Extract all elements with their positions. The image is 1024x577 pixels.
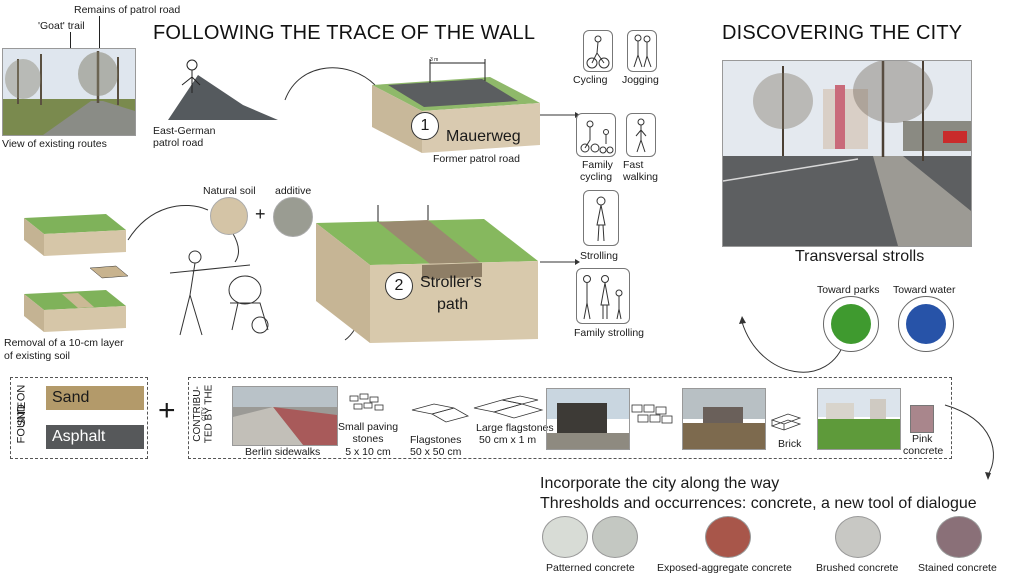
soil-plus-sign: + bbox=[255, 204, 266, 224]
flagstones-label-2: 50 x 50 cm bbox=[410, 446, 462, 458]
strolling-label: Strolling bbox=[580, 250, 618, 262]
trenched-soil-block bbox=[24, 290, 126, 332]
patterned-concrete-swatch-2 bbox=[592, 516, 638, 558]
fast-walking-label-2: walking bbox=[623, 171, 659, 183]
water-dot bbox=[906, 304, 946, 344]
large-flagstones-label-1: Large flagstones bbox=[476, 422, 554, 434]
contributed-label-3: CITY bbox=[201, 407, 208, 421]
existing-routes-photo bbox=[2, 48, 136, 136]
small-paving-label-3: 5 x 10 cm bbox=[345, 446, 391, 458]
mauerweg-dimension: 3 m bbox=[430, 57, 439, 63]
natural-soil-label: Natural soil bbox=[203, 185, 256, 197]
fast-walking-icon bbox=[626, 113, 656, 157]
fast-walking-label-1: Fast bbox=[623, 159, 644, 171]
family-cycling-label-2: cycling bbox=[580, 171, 613, 183]
thresholds-heading: Thresholds and occurrences: concrete, a … bbox=[540, 495, 977, 512]
additive-label: additive bbox=[275, 185, 312, 197]
berlin-sidewalks-label: Berlin sidewalks bbox=[245, 446, 321, 458]
existing-soil-block bbox=[24, 214, 126, 256]
additive-swatch bbox=[273, 197, 313, 237]
asphalt-label: Asphalt bbox=[52, 428, 106, 445]
exposed-aggregate-label: Exposed-aggregate concrete bbox=[657, 562, 792, 574]
pink-concrete-label-2: concrete bbox=[903, 445, 944, 457]
large-flagstones-sketch bbox=[473, 395, 544, 419]
east-german-label: East-German bbox=[153, 125, 216, 137]
removal-label-2: of existing soil bbox=[4, 350, 70, 362]
found-on-site-box bbox=[10, 377, 148, 459]
mauerweg-label: Mauerweg bbox=[446, 128, 521, 145]
stained-concrete-swatch bbox=[936, 516, 982, 558]
asphalt-swatch bbox=[46, 425, 144, 449]
jogging-icon bbox=[627, 30, 657, 72]
small-paving-label-1: Small paving bbox=[337, 421, 399, 433]
title-discovering-city: DISCOVERING THE CITY bbox=[722, 22, 963, 44]
family-cycling-label-1: Family bbox=[582, 159, 613, 171]
transversal-strolls-caption: Transversal strolls bbox=[795, 248, 925, 265]
former-patrol-road-caption: Former patrol road bbox=[433, 153, 520, 165]
large-flagstones-label-2: 50 cm x 1 m bbox=[479, 434, 537, 446]
path-1-number: 1 bbox=[411, 112, 439, 140]
pink-concrete-swatch bbox=[910, 405, 934, 433]
cobble-stones-sketch bbox=[631, 404, 673, 424]
removed-soil-slab bbox=[89, 265, 129, 279]
toward-parks-label: Toward parks bbox=[817, 284, 880, 296]
park-photo bbox=[817, 388, 901, 450]
sand-label: Sand bbox=[52, 389, 90, 406]
brushed-concrete-label: Brushed concrete bbox=[816, 562, 899, 574]
incorporate-city-heading: Incorporate the city along the way bbox=[540, 475, 780, 492]
pink-concrete-label-1: Pink bbox=[912, 433, 933, 445]
jogging-label: Jogging bbox=[622, 74, 659, 86]
strollers-path-label-1: Stroller's bbox=[420, 274, 482, 291]
strolling-icon bbox=[583, 190, 619, 246]
brick-sketch bbox=[770, 413, 802, 431]
brick-building-photo bbox=[546, 388, 630, 450]
brushed-concrete-swatch bbox=[835, 516, 881, 558]
view-existing-routes-caption: View of existing routes bbox=[2, 138, 107, 150]
sand-swatch bbox=[46, 386, 144, 410]
contributed-title: CONTRIBU- TED BY THE CITY bbox=[190, 378, 230, 456]
berlin-sidewalks-photo bbox=[232, 386, 338, 446]
remains-label: Remains of patrol road bbox=[74, 4, 181, 16]
parks-dot bbox=[831, 304, 871, 344]
flagstones-sketch bbox=[411, 403, 470, 423]
path-2-number: 2 bbox=[385, 272, 413, 300]
transversal-street-photo bbox=[722, 60, 972, 247]
exposed-aggregate-swatch bbox=[705, 516, 751, 558]
small-paving-label-2: stones bbox=[352, 433, 384, 445]
title-trace-of-wall: FOLLOWING THE TRACE OF THE WALL bbox=[153, 22, 536, 44]
strollers-path-label-2: path bbox=[437, 296, 469, 313]
goat-trail-label: 'Goat' trail bbox=[38, 20, 85, 32]
family-strolling-icon bbox=[576, 268, 630, 324]
family-cycling-icon bbox=[576, 113, 616, 157]
natural-soil-swatch bbox=[210, 197, 248, 235]
removal-label-1: Removal of a 10-cm layer bbox=[4, 337, 124, 349]
small-paving-stones-sketch bbox=[349, 393, 384, 411]
worker-mixer-sketch bbox=[169, 250, 269, 336]
materials-plus-sign: + bbox=[158, 394, 176, 427]
patterned-concrete-label: Patterned concrete bbox=[546, 562, 635, 574]
wasteland-photo bbox=[682, 388, 766, 450]
cycling-label: Cycling bbox=[573, 74, 608, 86]
cycling-icon bbox=[583, 30, 613, 72]
patterned-concrete-swatch-1 bbox=[542, 516, 588, 558]
flagstones-label-1: Flagstones bbox=[410, 434, 462, 446]
stained-concrete-label: Stained concrete bbox=[918, 562, 997, 574]
patrol-road-sketch bbox=[168, 59, 278, 120]
toward-water-label: Toward water bbox=[893, 284, 956, 296]
found-on-site-label-2: SITE bbox=[16, 401, 29, 427]
contributed-by-city-box bbox=[188, 377, 952, 459]
patrol-road-label: patrol road bbox=[153, 137, 204, 149]
family-strolling-label: Family strolling bbox=[574, 327, 645, 339]
mauerweg-block bbox=[372, 59, 540, 153]
found-on-site-title: FOUND ON SITE bbox=[12, 378, 40, 456]
brick-label: Brick bbox=[778, 438, 802, 450]
